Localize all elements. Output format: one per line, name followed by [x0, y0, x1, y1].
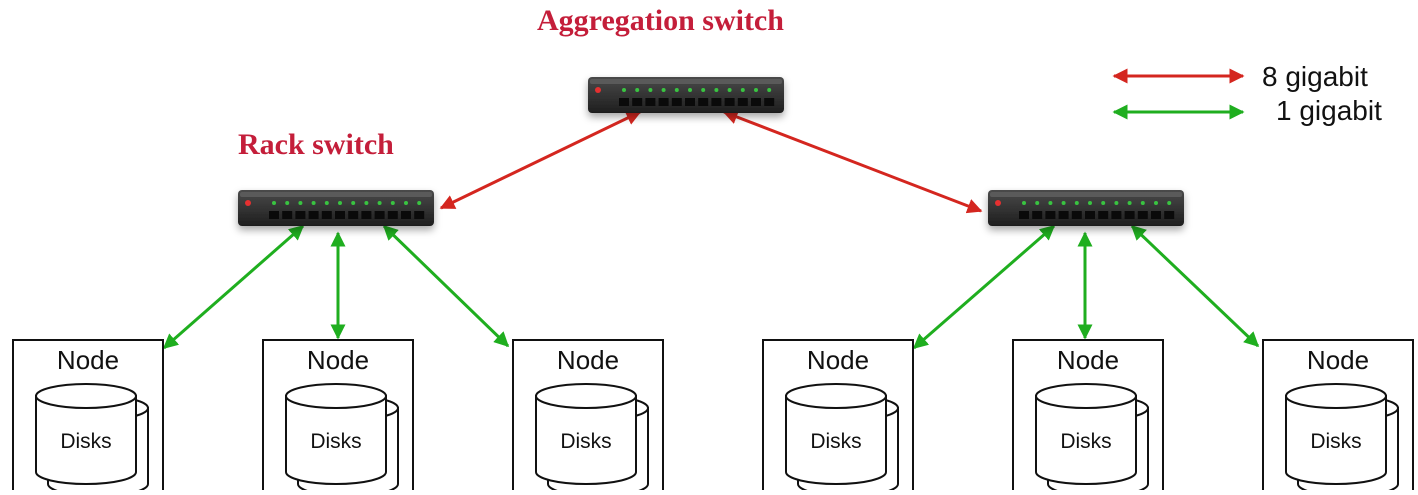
node-link-1-gigabit-arrow [382, 224, 510, 348]
node-label: Node [1307, 345, 1369, 375]
disks-icon [1285, 383, 1399, 495]
disks-label: Disks [1060, 430, 1111, 453]
node-link-1-gigabit-arrow [1130, 224, 1260, 348]
node-label: Node [807, 345, 869, 375]
disks-icon [535, 383, 649, 495]
node-link-1-gigabit-arrow [912, 224, 1056, 350]
node-label: Node [57, 345, 119, 375]
rack-switch-title: Rack switch [238, 128, 394, 161]
rack-switch-icon [238, 190, 434, 226]
disks-label: Disks [810, 430, 861, 453]
uplink-8-gigabit-arrow [439, 110, 642, 210]
disks-label: Disks [60, 430, 111, 453]
disks-label: Disks [1310, 430, 1361, 453]
legend-label-1-gigabit: 1 gigabit [1276, 95, 1382, 126]
disks-icon [285, 383, 399, 495]
rack-switch-icon [988, 190, 1184, 226]
node-label: Node [307, 345, 369, 375]
disks-icon [35, 383, 149, 495]
node-label: Node [1057, 345, 1119, 375]
legend-label-8-gigabit: 8 gigabit [1262, 61, 1368, 92]
power-led [995, 200, 1001, 206]
node-label: Node [557, 345, 619, 375]
disks-label: Disks [560, 430, 611, 453]
aggregation-switch-icon [588, 77, 784, 113]
disks-label: Disks [310, 430, 361, 453]
uplink-8-gigabit-arrow [722, 109, 983, 214]
power-led [595, 87, 601, 93]
node-link-1-gigabit-arrow [162, 224, 305, 350]
disks-icon [1035, 383, 1149, 495]
aggregation-switch-title: Aggregation switch [537, 4, 784, 37]
disks-icon [785, 383, 899, 495]
power-led [245, 200, 251, 206]
